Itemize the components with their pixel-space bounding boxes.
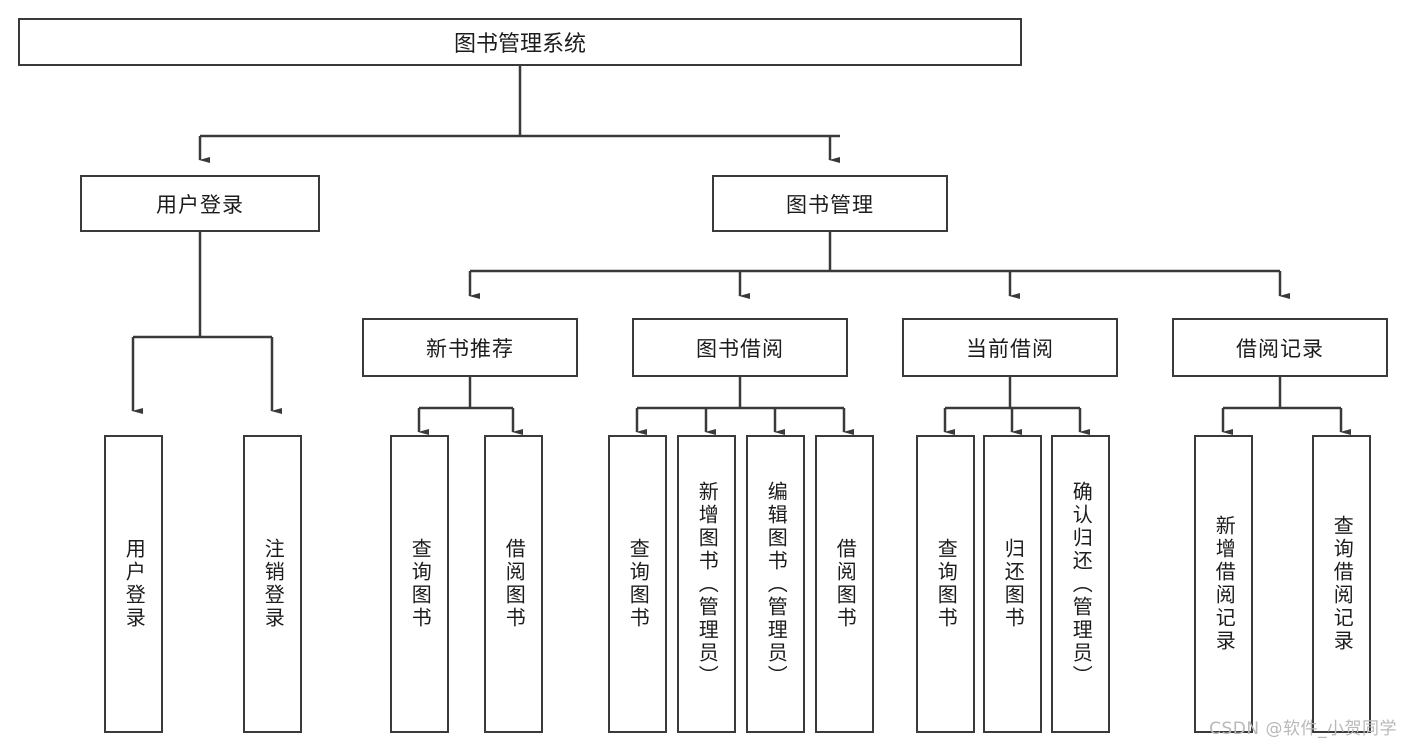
leaf-label: 借阅图书 — [502, 538, 527, 630]
leaf-label: 归还图书 — [1001, 538, 1026, 630]
leaf-label: 查询图书 — [408, 538, 433, 630]
leaf-label: 注销登录 — [261, 538, 286, 630]
node-book-management-label: 图书管理 — [786, 192, 874, 217]
leaf-borrow-query-book[interactable]: 查询图书 — [608, 435, 667, 733]
leaf-borrow-edit-book[interactable]: 编辑图书（管理员） — [746, 435, 805, 733]
leaf-label: 用户登录 — [122, 538, 147, 630]
leaf-user-login-login[interactable]: 用户登录 — [104, 435, 163, 733]
leaf-user-login-logout[interactable]: 注销登录 — [243, 435, 302, 733]
leaf-new-book-query[interactable]: 查询图书 — [390, 435, 449, 733]
leaf-label: 确认归还（管理员） — [1069, 480, 1094, 688]
node-root-label: 图书管理系统 — [453, 32, 586, 57]
leaf-borrow-add-book[interactable]: 新增图书（管理员） — [677, 435, 736, 733]
leaf-current-return-book[interactable]: 归还图书 — [983, 435, 1042, 733]
watermark: CSDN @软件_小贺同学 — [1209, 719, 1397, 739]
leaf-label: 查询图书 — [934, 538, 959, 630]
leaf-label: 新增图书（管理员） — [695, 480, 720, 688]
node-user-login-label: 用户登录 — [156, 192, 244, 217]
node-book-borrow-label: 图书借阅 — [696, 336, 784, 361]
leaf-borrow-borrow-book[interactable]: 借阅图书 — [815, 435, 874, 733]
leaf-current-query-book[interactable]: 查询图书 — [916, 435, 975, 733]
node-current-borrow-label: 当前借阅 — [966, 336, 1054, 361]
leaf-label: 编辑图书（管理员） — [764, 480, 789, 688]
leaf-label: 查询图书 — [626, 538, 651, 630]
leaf-current-confirm-return[interactable]: 确认归还（管理员） — [1051, 435, 1110, 733]
node-book-borrow[interactable]: 图书借阅 — [632, 318, 848, 377]
node-borrow-record[interactable]: 借阅记录 — [1172, 318, 1388, 377]
leaf-record-add[interactable]: 新增借阅记录 — [1194, 435, 1253, 733]
node-borrow-record-label: 借阅记录 — [1236, 336, 1324, 361]
node-new-book-recommend-label: 新书推荐 — [426, 336, 514, 361]
leaf-record-query[interactable]: 查询借阅记录 — [1312, 435, 1371, 733]
leaf-label: 借阅图书 — [833, 538, 858, 630]
node-book-management[interactable]: 图书管理 — [712, 175, 948, 232]
node-new-book-recommend[interactable]: 新书推荐 — [362, 318, 578, 377]
node-current-borrow[interactable]: 当前借阅 — [902, 318, 1118, 377]
leaf-label: 新增借阅记录 — [1212, 515, 1237, 653]
leaf-new-book-borrow[interactable]: 借阅图书 — [484, 435, 543, 733]
node-user-login[interactable]: 用户登录 — [80, 175, 320, 232]
leaf-label: 查询借阅记录 — [1330, 515, 1355, 653]
node-root[interactable]: 图书管理系统 — [18, 18, 1022, 66]
